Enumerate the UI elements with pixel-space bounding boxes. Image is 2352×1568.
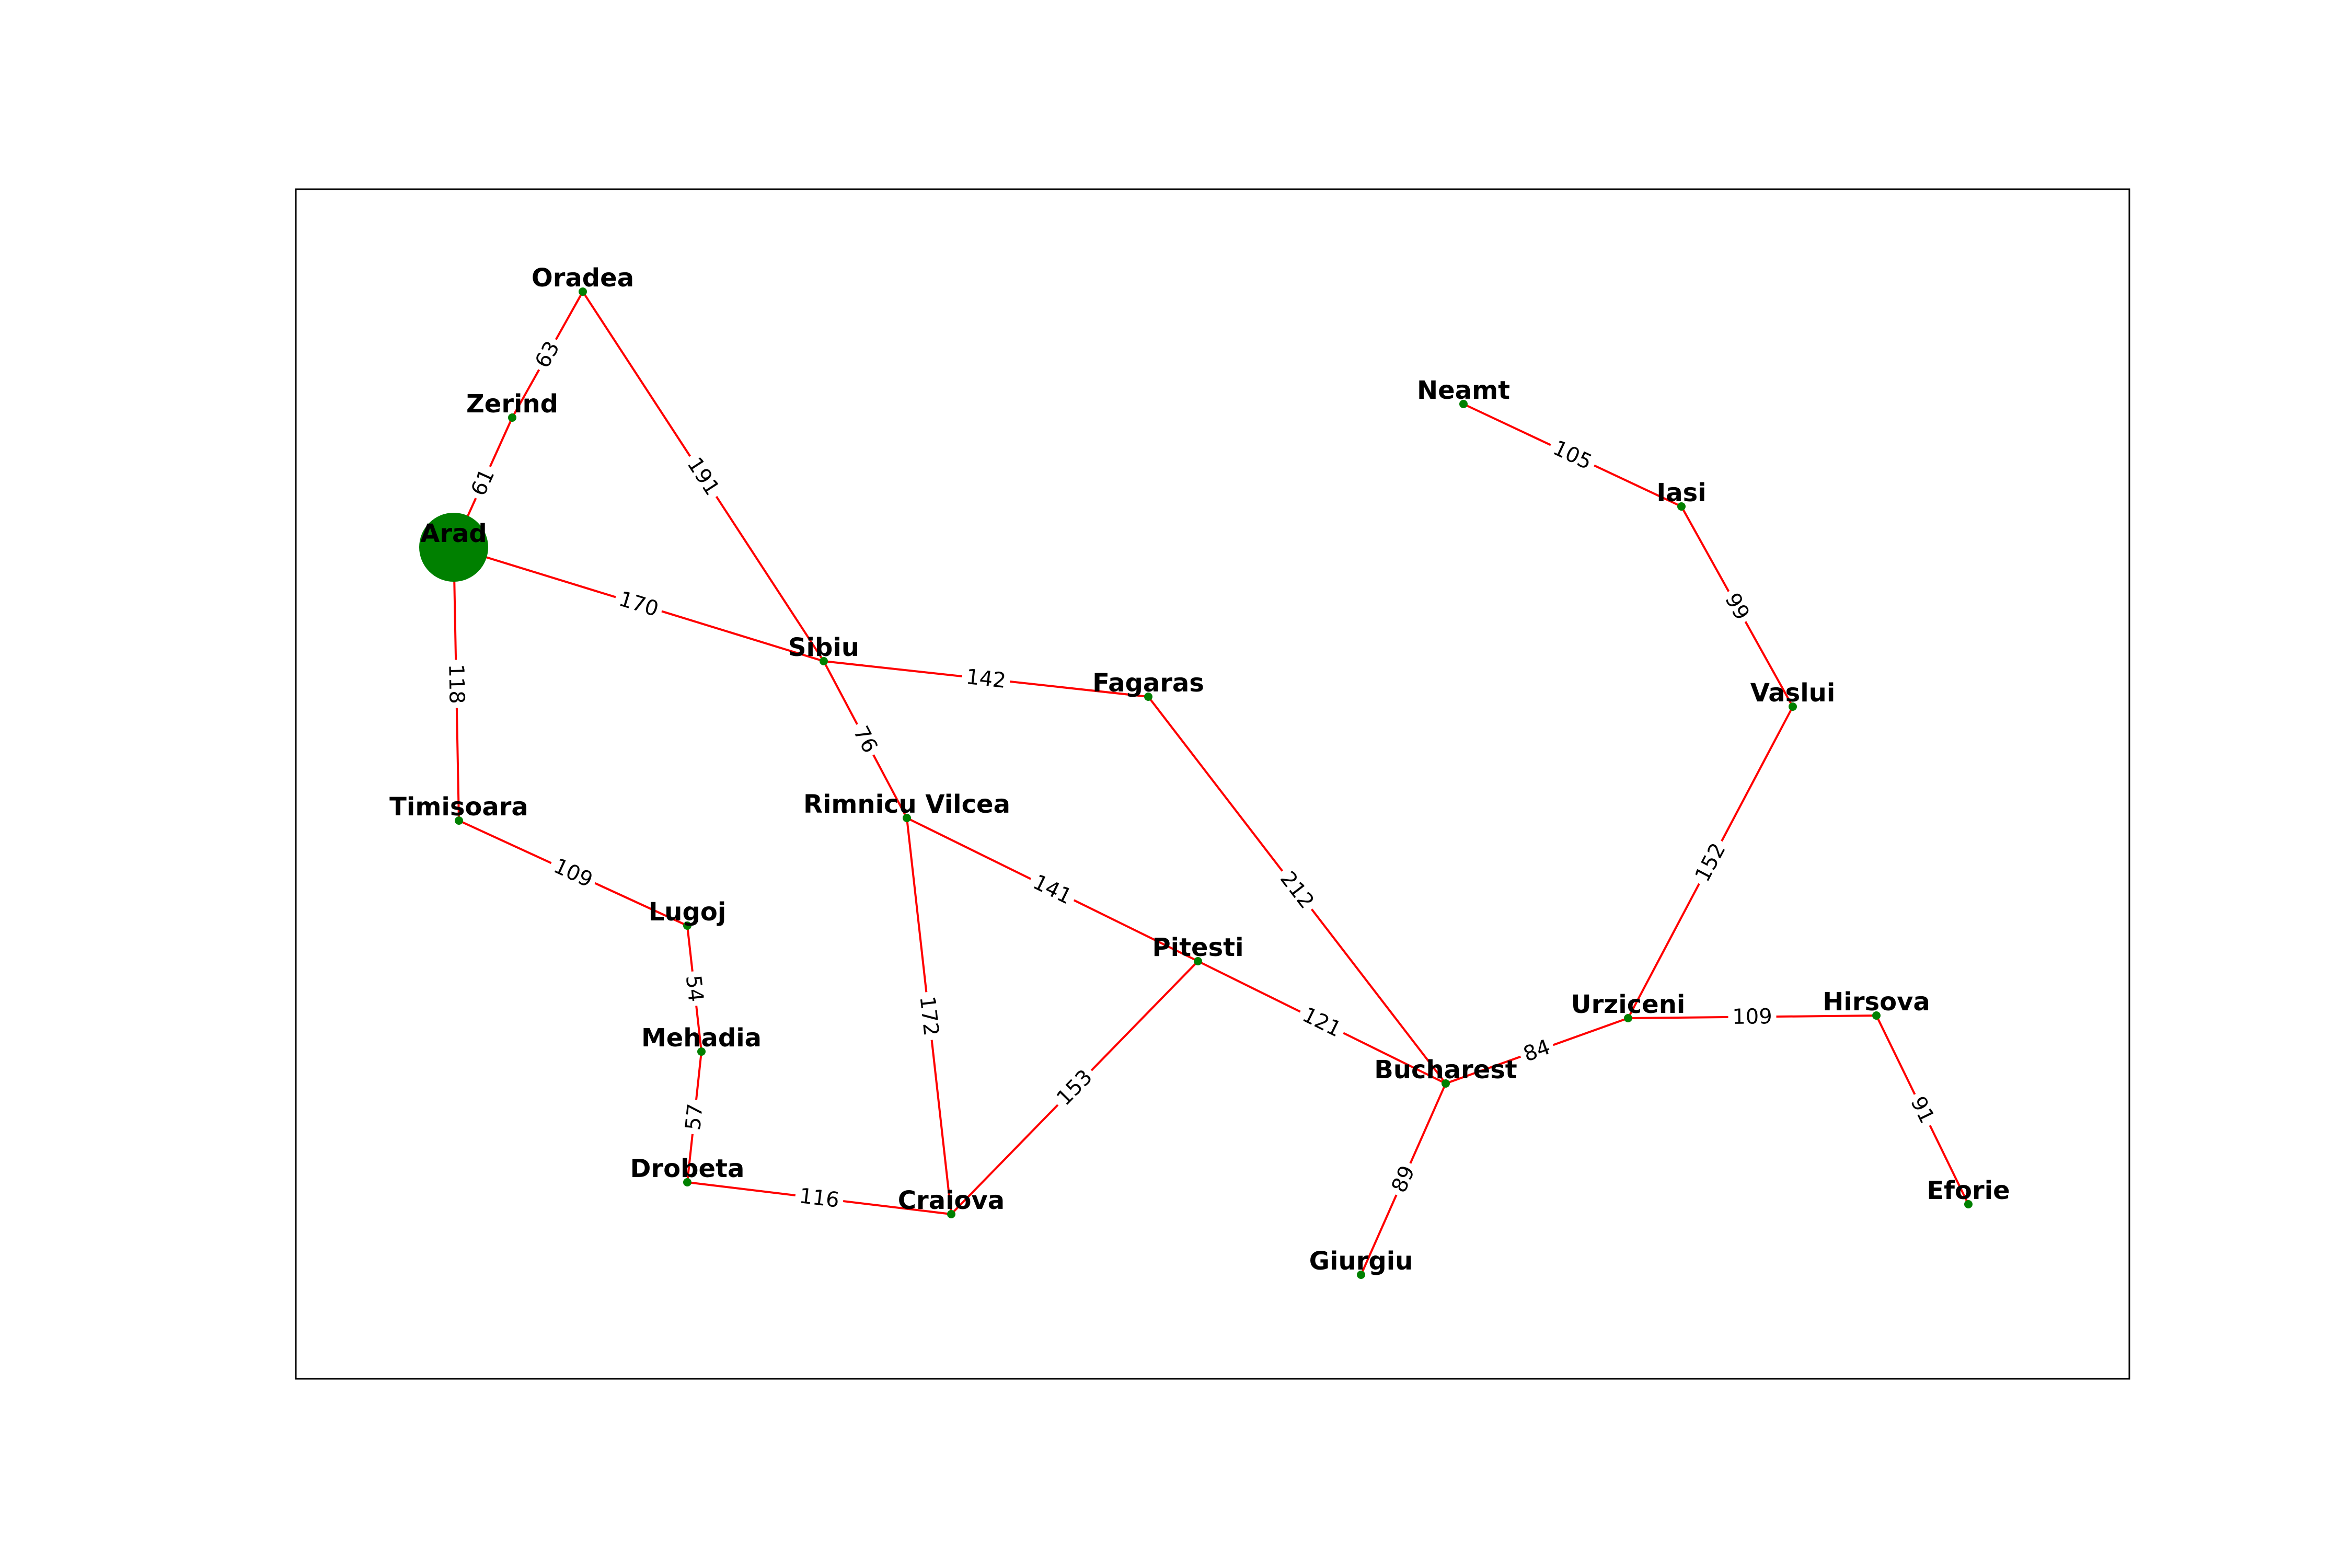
edge-weight-label: 89 — [1385, 1158, 1422, 1200]
edge-weight-text: 118 — [444, 664, 468, 704]
edge-weight-label: 172 — [914, 990, 944, 1042]
edge-weight-background — [793, 1183, 845, 1214]
edge-weight-background — [1516, 1033, 1558, 1069]
edge-weight-text: 109 — [1732, 1005, 1772, 1029]
node-sibiu — [820, 657, 828, 665]
edge-weight-label: 191 — [679, 449, 727, 504]
node-giurgiu — [1357, 1271, 1365, 1279]
node-timisoara — [455, 816, 463, 825]
edge-weight-background — [680, 1098, 709, 1136]
node-fagaras — [1144, 693, 1152, 701]
node-label-fagaras: Fagaras — [1092, 668, 1204, 698]
edge-weight-background — [846, 718, 885, 761]
edge-weight-label: 142 — [961, 664, 1011, 694]
node-zerind — [508, 413, 516, 422]
edge-weight-background — [1545, 433, 1600, 477]
edge-weight-background — [612, 585, 666, 624]
node-lugoj — [683, 921, 691, 930]
plot-frame — [295, 188, 2130, 1380]
node-labels-layer: Arad Zerind OradeaSibiuTimisoaraLugojMehad… — [389, 263, 2010, 1276]
node-label-sibiu: Sibiu — [788, 633, 859, 662]
edge-weight-background — [443, 660, 469, 708]
edge-weight-background — [1048, 1062, 1101, 1114]
edge-weight-label: 170 — [612, 585, 666, 624]
node-label-urziceni: Urziceni — [1571, 990, 1686, 1019]
edge-weight-background — [679, 970, 709, 1007]
edge-weight-label: 99 — [1717, 585, 1757, 628]
edge-weight-label: 116 — [793, 1183, 845, 1214]
edge-weight-text: 54 — [681, 974, 708, 1004]
node-eforie — [1964, 1200, 1973, 1208]
node-craiova — [947, 1210, 955, 1218]
node-label-zerind: Zerind — [466, 389, 558, 419]
edge-weight-label: 91 — [1903, 1089, 1942, 1131]
node-bucharest — [1442, 1079, 1450, 1088]
edge-weight-background — [528, 333, 567, 376]
edge-weight-label: 105 — [1545, 433, 1600, 477]
edge-weight-background — [679, 449, 727, 504]
node-label-eforie: Eforie — [1927, 1176, 2010, 1205]
edge-weight-label: 54 — [679, 970, 709, 1007]
edge-weight-background — [914, 990, 944, 1042]
edge-weight-background — [961, 664, 1011, 694]
node-drobeta — [683, 1178, 691, 1186]
edge-weight-label: 121 — [1295, 1000, 1349, 1044]
edge-weight-text: 170 — [616, 587, 662, 621]
node-label-drobeta: Drobeta — [630, 1154, 745, 1183]
edge-weight-label: 76 — [846, 718, 885, 761]
node-mehadia — [697, 1047, 706, 1056]
node-label-neamt: Neamt — [1417, 376, 1510, 405]
edge-weight-label: 109 — [1728, 1004, 1777, 1030]
node-arad — [419, 513, 488, 582]
node-label-oradea: Oradea — [532, 263, 634, 293]
node-label-mehadia: Mehadia — [641, 1023, 762, 1053]
edge-weight-background — [1717, 585, 1757, 628]
edge-weight-label: 118 — [443, 660, 469, 708]
node-label-giurgiu: Giurgiu — [1309, 1247, 1413, 1276]
edge-weight-label: 57 — [680, 1098, 709, 1136]
node-neamt — [1459, 400, 1468, 408]
node-urziceni — [1624, 1014, 1632, 1022]
node-hirsova — [1872, 1011, 1881, 1020]
edge-weight-background — [1728, 1004, 1777, 1030]
edge-weight-background — [1903, 1089, 1942, 1131]
edge-weight-label: 141 — [1025, 868, 1080, 912]
edge-weight-background — [464, 462, 502, 503]
node-pitesti — [1194, 957, 1202, 965]
node-label-timisoara: Timisoara — [389, 792, 528, 822]
edge-weight-label: 109 — [546, 851, 601, 895]
node-label-arad: Arad — [420, 519, 487, 548]
edge-weight-label: 84 — [1516, 1033, 1558, 1069]
edge-weight-background — [1272, 863, 1322, 917]
node-label-vaslui: Vaslui — [1750, 678, 1836, 708]
edge-weight-label: 152 — [1688, 835, 1733, 890]
edge-weight-background — [1385, 1158, 1422, 1200]
node-label-iasi: Iasi — [1656, 478, 1706, 508]
node-vaslui — [1789, 702, 1797, 711]
node-iasi — [1677, 502, 1686, 511]
node-rimnicu-vilcea — [903, 814, 911, 822]
edge-weight-background — [1688, 835, 1733, 890]
edge-weight-label: 63 — [528, 333, 567, 376]
node-label-craiova: Craiova — [898, 1186, 1005, 1215]
edge-weight-background — [546, 851, 601, 895]
node-label-hirsova: Hirsova — [1823, 987, 1930, 1017]
edge-weight-label: 212 — [1272, 863, 1322, 917]
nodes-layer — [419, 287, 1973, 1279]
edge-weight-text: 172 — [915, 995, 943, 1037]
node-oradea — [579, 287, 587, 296]
edge-weight-text: 116 — [798, 1184, 840, 1213]
node-label-bucharest: Bucharest — [1374, 1055, 1517, 1085]
edge-weight-text: 57 — [681, 1102, 708, 1132]
node-label-lugoj: Lugoj — [649, 897, 727, 927]
edge-weight-background — [1295, 1000, 1349, 1044]
edge-weight-text: 142 — [965, 665, 1007, 693]
edge-weight-label: 61 — [464, 462, 502, 503]
node-label-rimnicu-vilcea: Rimnicu Vilcea — [803, 790, 1010, 819]
node-label-pitesti: Pitesti — [1152, 933, 1243, 962]
edge-weight-background — [1025, 868, 1080, 912]
